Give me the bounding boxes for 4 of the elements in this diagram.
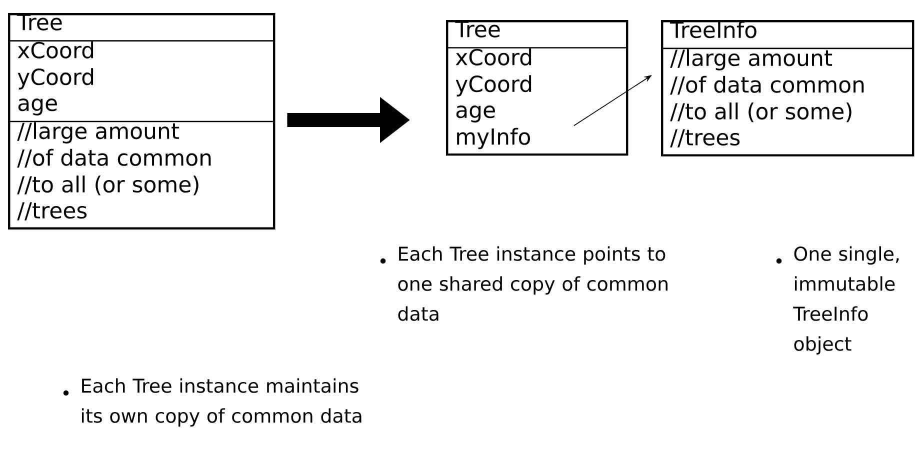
class-box: TreeInfo //large amount //of data common //to all (or some) //trees <box>661 20 914 156</box>
bullet-text: One single, immutable TreeInfo object <box>793 246 899 355</box>
bullet-text: Each Tree instance points to one shared copy of common data <box>398 246 668 321</box>
bullet-text: Each Tree instance maintains its own copy of common data <box>82 378 362 427</box>
